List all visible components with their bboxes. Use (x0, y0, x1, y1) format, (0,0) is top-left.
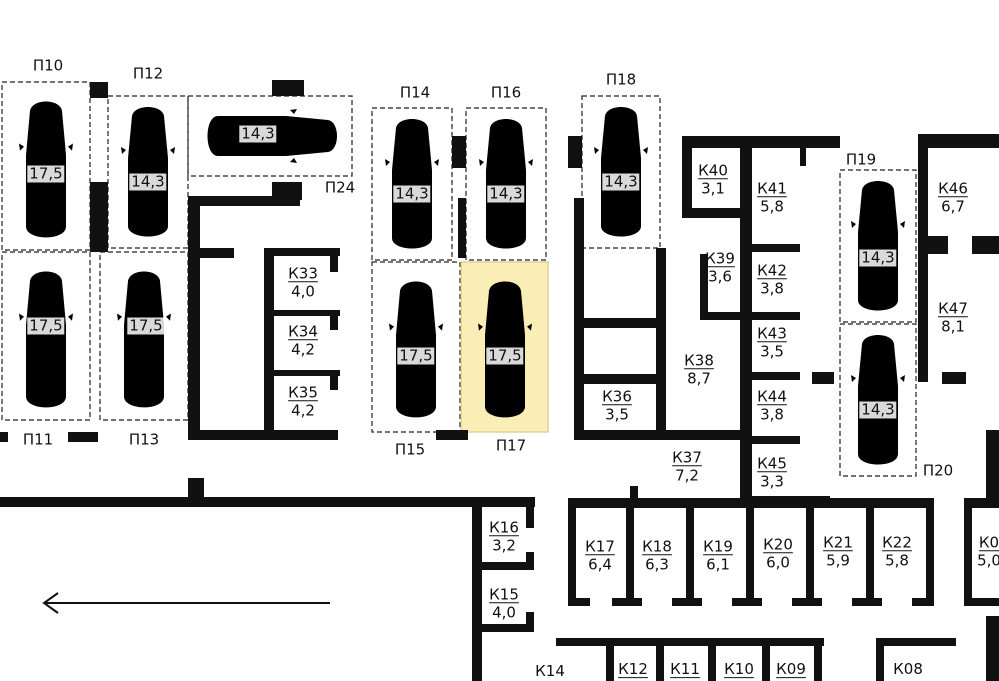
parking-spot-p14 (371, 107, 453, 261)
parking-spot-p18 (581, 95, 661, 249)
parking-spot-p20 (839, 323, 917, 477)
parking-spot-p19 (839, 169, 917, 323)
walls (0, 80, 999, 681)
direction-arrow-icon (42, 592, 330, 614)
parking-spot-p10 (1, 81, 91, 251)
parking-spot-p11 (1, 251, 91, 421)
parking-spot-p15 (371, 261, 461, 433)
parking-spot-p16 (465, 107, 547, 261)
parking-spot-p24 (187, 95, 353, 177)
